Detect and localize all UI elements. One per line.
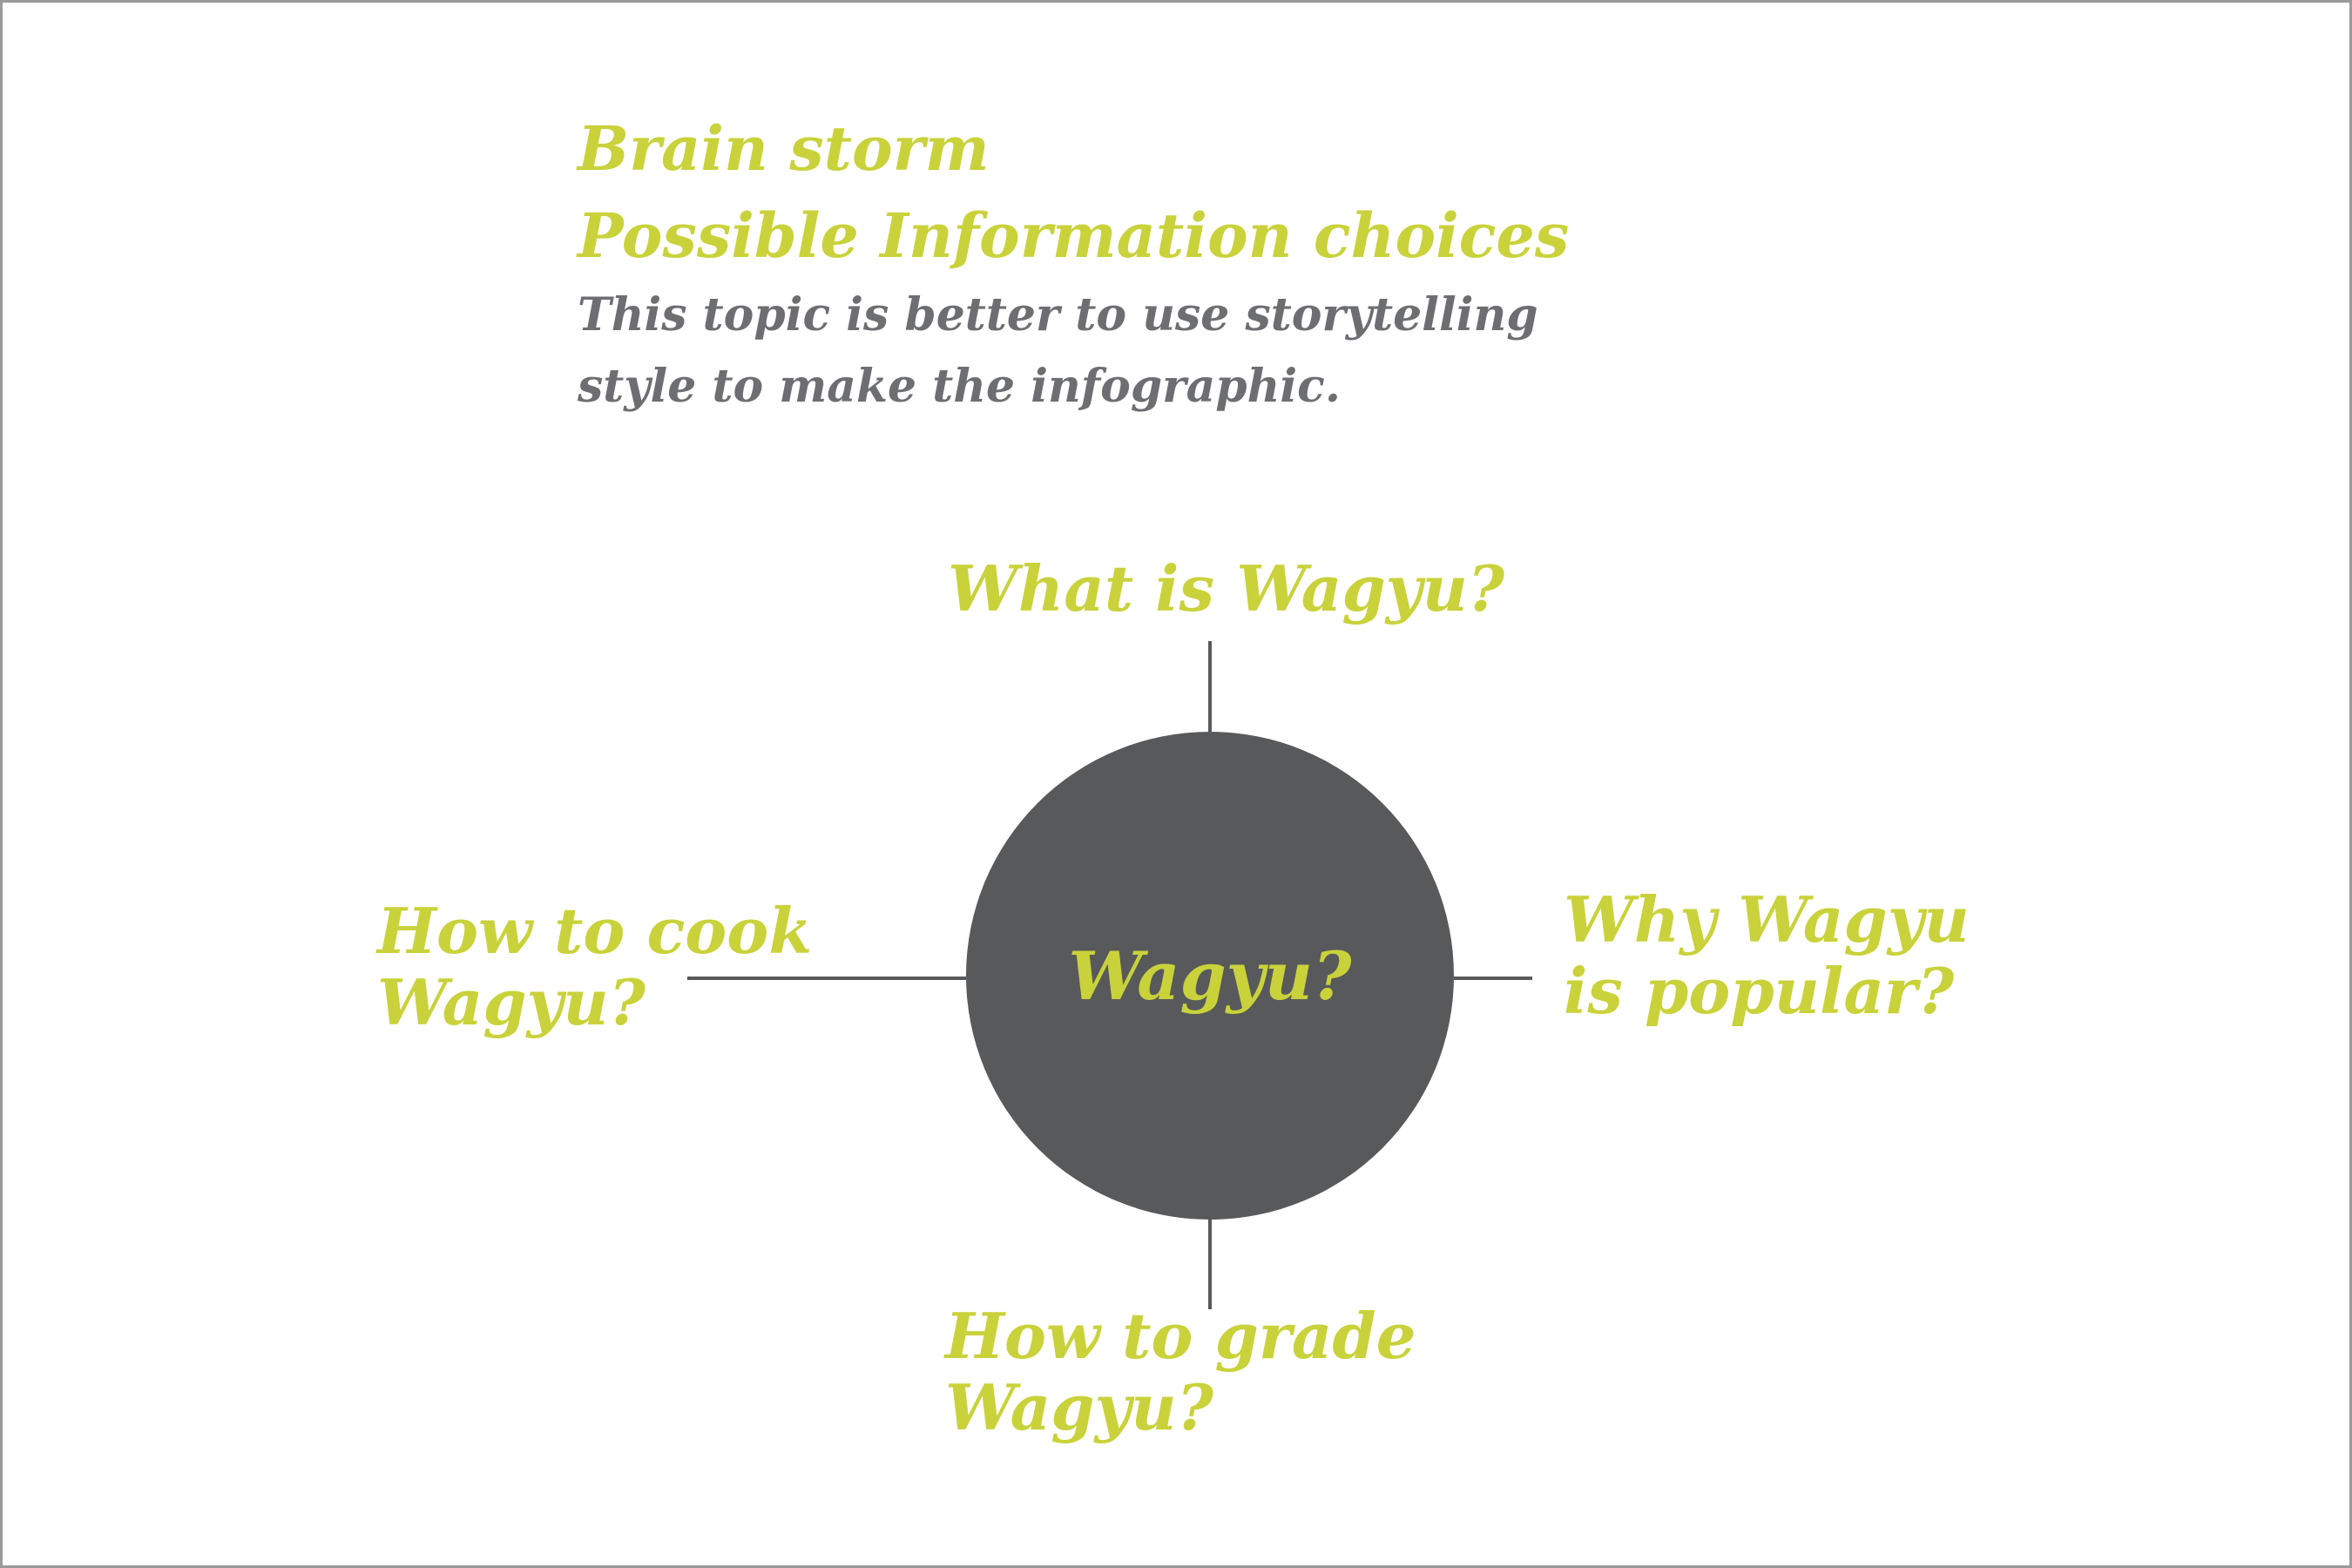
branch-left-line-1: How to cook (377, 894, 813, 968)
center-node-circle (966, 732, 1454, 1220)
header: Brain storm Possible Information choices… (578, 105, 1971, 422)
branch-bottom-label: How to grade Wagyu? (945, 1301, 1416, 1443)
subtitle-line-2: style to make the infographic. (578, 360, 1341, 413)
branch-bottom-line-1: How to grade (945, 1299, 1416, 1373)
subtitle-line-1: This topic is better to use storytelling (578, 288, 1538, 341)
branch-top-label: What is Wagyu? (948, 553, 1504, 625)
branch-right-line-2: is popular? (1564, 954, 1955, 1028)
branch-right-line-1: Why Wagyu (1564, 882, 1970, 956)
title-line-1: Brain storm (578, 112, 990, 185)
title-line-2: Possible Information choices (578, 199, 1570, 272)
branch-bottom-line-2: Wagyu? (945, 1370, 1213, 1444)
branch-top-line-1: What is Wagyu? (948, 551, 1505, 625)
branch-right-label: Why Wagyu is popular? (1564, 884, 1970, 1027)
mindmap-diagram (687, 641, 1532, 1309)
branch-left-line-2: Wagyu? (377, 965, 645, 1039)
branch-left-label: How to cook Wagyu? (377, 896, 812, 1038)
